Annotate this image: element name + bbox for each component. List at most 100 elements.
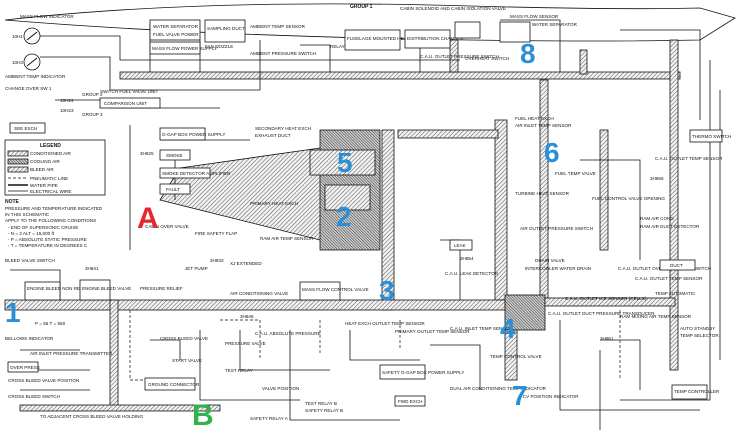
note-line-7: - T = TEMPERATURE IN DEGREES C bbox=[8, 243, 88, 248]
component-id: 10H3 bbox=[12, 60, 23, 65]
smoke-detector-box bbox=[159, 167, 211, 179]
marker-7: 7 bbox=[512, 380, 528, 411]
group-1-label: GROUP 1 bbox=[350, 4, 373, 10]
marker-1: 1 bbox=[5, 297, 21, 328]
legend-item-electrical-wire: ELECTRICAL WIRE bbox=[30, 189, 71, 194]
cond-valve-label: AIR CONDITIONING VALVE bbox=[230, 291, 288, 296]
start-valve-label: START VALVE bbox=[172, 358, 202, 363]
marker-2: 2 bbox=[336, 201, 352, 232]
marker-4: 4 bbox=[500, 313, 516, 344]
mass-flow-sensor-box bbox=[454, 21, 481, 39]
change-over-switch-label: CHANGE OVER SW 1 bbox=[5, 86, 52, 91]
duct-box bbox=[659, 259, 696, 271]
duct-label: DUCT bbox=[670, 263, 683, 268]
cau-absolute-pressure-label: C.A.U. ABSOLUTE PRESSURE bbox=[255, 331, 321, 336]
temp-automatic-label: TEMP AUTOMATIC bbox=[655, 291, 696, 296]
test-relay-label: TEST RELAY bbox=[225, 368, 253, 373]
bleed-valve-switch-label: BLEED VALVE SWITCH bbox=[5, 258, 55, 263]
temp-controller-box bbox=[671, 384, 708, 400]
component-id: 10H23 bbox=[60, 108, 74, 113]
sampling-duct-box bbox=[204, 19, 246, 43]
cau-outlet-duct-press-label: C.A.U. OUTLET DUCT PRESSURE TRANSDUCER bbox=[548, 311, 655, 316]
temp-control-valve-label: TEMP CONTROL VALVE bbox=[490, 354, 542, 359]
sampling-duct-label: SAMPLING DUCT bbox=[207, 26, 245, 31]
component-id: 10H24 bbox=[60, 98, 74, 103]
fault-label: FAULT bbox=[166, 187, 180, 192]
ambient-temp-indicator-label: AMBIENT TEMP INDICATOR bbox=[5, 74, 66, 79]
ambient-temp-sensor-label: AMBIENT TEMP SENSOR bbox=[250, 24, 306, 29]
component-id: 3H854 bbox=[460, 256, 474, 261]
see-exch-label: SEE EXCH bbox=[14, 126, 37, 131]
air-inlet-temp-label: AIR INLET TEMP SENSOR bbox=[515, 123, 572, 128]
smoke-box bbox=[159, 149, 191, 161]
water-separator-left-label: WATER SEPARATOR bbox=[153, 24, 199, 29]
note-line-5: - N = 2 ALT = 16,000 ft bbox=[8, 231, 55, 236]
turbine-heat-sensor-label: TURBINE HEAT SENSOR bbox=[515, 191, 570, 196]
primary-exch bbox=[324, 184, 371, 211]
safety-relay-b-label: SAFETY RELAY B bbox=[305, 408, 343, 413]
valve-position-label: VALVE POSITION bbox=[262, 386, 299, 391]
component-id: 3H861 bbox=[600, 336, 614, 341]
note-line-1: PRESSURE AND TEMPERATURE INDICATED bbox=[5, 206, 103, 211]
engine-bleed-valve-box bbox=[79, 279, 111, 301]
cau-outlet-ice-label: C.A.U. OUTLET ICE SENSOR (CELLS) bbox=[565, 296, 647, 301]
cau-outlet-duct bbox=[544, 297, 676, 307]
water-separator-right-box bbox=[499, 21, 531, 43]
ground-connector-box bbox=[144, 377, 196, 391]
mass-flow-power-box bbox=[149, 41, 201, 55]
bellows-indicator-label: BELLOWS INDICATOR bbox=[5, 336, 54, 341]
fire-safety-flap-label: FIRE SAFETY FLAP bbox=[195, 231, 237, 236]
ram-air-temp-label: RAM AIR TEMP SENSOR bbox=[260, 236, 314, 241]
primary-heat-exch-label: PRIMARY HEAT EXCH bbox=[250, 201, 298, 206]
pressure-relief-label: PRESSURE RELIEF bbox=[140, 286, 183, 291]
fuselage-outline bbox=[4, 3, 736, 42]
cross-bleed-position-label: CROSS BLEED VALVE POSITION bbox=[8, 378, 79, 383]
mass-flow-power-label: MASS FLOW POWER SUPPLY bbox=[152, 46, 217, 51]
cau-outlet-press-label: C.A.U. OUTLET PRESSURE SWITCH bbox=[420, 54, 499, 59]
temp-controller-label: TEMP CONTROLLER bbox=[674, 389, 720, 394]
distribution-chamber-label: DISTRIBUTION CHAMBER bbox=[407, 36, 464, 41]
fan-nozzle-label: FAN NOZZLE bbox=[205, 44, 233, 49]
mass-flow-sensor-label: MASS FLOW SENSOR bbox=[510, 14, 559, 19]
auto-standby-label: AUTO STANDBY bbox=[680, 326, 715, 331]
fwd-exch-label: FWD EXCH bbox=[398, 399, 423, 404]
cooling-duct-4 bbox=[599, 129, 609, 251]
fuel-control-valve-label: FUEL CONTROL VALVE OPENING bbox=[592, 196, 665, 201]
legend-swatch-conditioned bbox=[7, 150, 29, 157]
legend-item-cooling-air: COOLING AIR bbox=[30, 159, 61, 164]
see-exch-box bbox=[9, 122, 46, 134]
fuselage-heat-exch-label: FUSELAGE MOUNTED HEAT EXCH bbox=[347, 36, 423, 41]
fault-box bbox=[159, 183, 191, 195]
legend-item-pneumatic-line: PNEUMATIC LINE bbox=[30, 176, 68, 181]
smoke-detector-label: SMOKE DETECTOR AMPLIFIER bbox=[162, 171, 231, 176]
note-line-6: - P = ABSOLUTE STATIC PRESSURE bbox=[8, 237, 87, 242]
mass-flow-control-valve-box bbox=[299, 281, 341, 301]
down-duct bbox=[504, 329, 518, 381]
cau-turbine bbox=[504, 294, 546, 331]
marker-3: 3 bbox=[379, 275, 395, 306]
leak-label: LEAK bbox=[454, 243, 467, 248]
leak-box bbox=[449, 239, 473, 251]
note-line-2: IN THIS SCHEMATIC bbox=[5, 212, 50, 217]
top-main-duct bbox=[119, 71, 681, 80]
ground-connector-label: GROUND CONNECTOR bbox=[148, 382, 200, 387]
fuel-heat-exch-label: FUEL HEAT EXCH bbox=[515, 116, 554, 121]
water-separator-right-label: WATER SEPARATOR bbox=[532, 22, 578, 27]
tcv-position-label: TCV POSITION INDICATOR bbox=[520, 394, 579, 399]
dual-air-cond-label: DUAL AIR CONDITIONING TEMP INDICATOR bbox=[450, 386, 547, 391]
thermo-switch-box bbox=[689, 129, 723, 143]
p-t-values-label: P = 55 T = 550 bbox=[35, 321, 66, 326]
jet-pump-label: JET PUMP bbox=[185, 266, 208, 271]
cabin-isolation-valve-label: CABIN SOLENOID AND CABIN ISOLATION VALVE bbox=[400, 6, 506, 11]
pressure-valve-label: PRESSURE VALVE bbox=[225, 341, 266, 346]
component-id: 3H846 bbox=[240, 314, 254, 319]
switch-fuel-valve-label: SWITCH FUEL VALVE UNIT bbox=[100, 89, 159, 94]
secondary-heat-exch-label: SECONDARY HEAT EXCH bbox=[255, 126, 311, 131]
cabin-over-valve-label: CABIN OVER VALVE bbox=[145, 224, 189, 229]
intercooler-drain-label: INTERCOOLER WATER DRAIN bbox=[525, 266, 591, 271]
test-relay-b-label: TEST RELAY B bbox=[305, 401, 337, 406]
g-gap-power-box bbox=[159, 127, 206, 141]
fuel-temp-valve-label: FUEL TEMP VALVE bbox=[555, 171, 596, 176]
thermo-switch-label: THERMO SWITCH bbox=[692, 134, 731, 139]
